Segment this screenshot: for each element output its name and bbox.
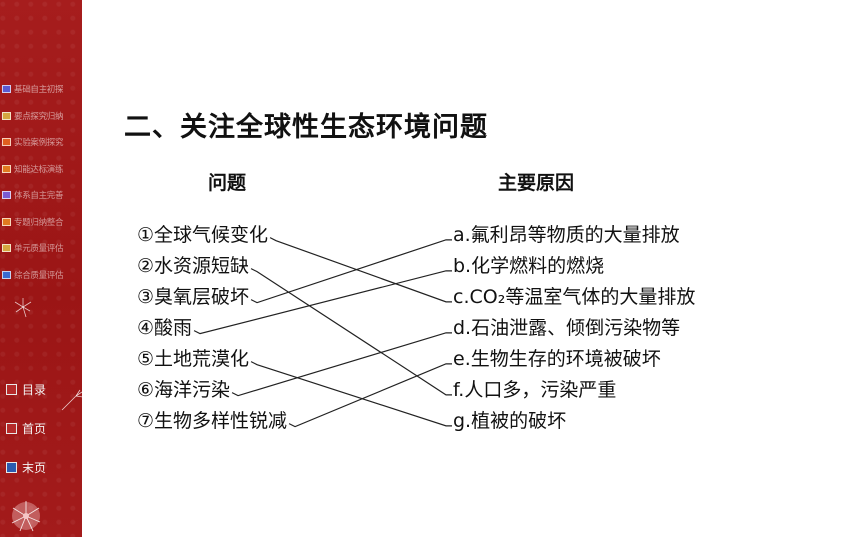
sidebar-item-1[interactable]: 基础自主初探 xyxy=(2,76,82,103)
sidebar: 基础自主初探 要点探究归纳 实验案例探究 知能达标演练 体系自主完善 专题归纳整… xyxy=(0,0,82,537)
bullet-square-icon xyxy=(2,270,11,279)
bullet-square-icon xyxy=(2,191,11,200)
cause-item: f.人口多，污染严重 xyxy=(453,379,617,401)
toc-label: 目录 xyxy=(22,383,47,397)
bullet-square-icon xyxy=(2,244,11,253)
sidebar-item-label: 单元质量评估 xyxy=(14,244,64,255)
first-page-label: 首页 xyxy=(22,422,47,436)
dandelion-icon xyxy=(14,298,32,318)
bullet-square-icon xyxy=(2,138,11,147)
problem-item: ⑦生物多样性锐减 xyxy=(137,410,288,432)
bullet-square-icon xyxy=(2,111,11,120)
sidebar-item-3[interactable]: 实验案例探究 xyxy=(2,129,82,156)
last-page-label: 末页 xyxy=(22,461,47,475)
sidebar-item-label: 基础自主初探 xyxy=(14,85,64,96)
cause-item: c.CO₂等温室气体的大量排放 xyxy=(453,286,696,308)
dandelion-flower-icon xyxy=(11,501,41,532)
sidebar-item-label: 知能达标演练 xyxy=(14,164,64,175)
last-page-button[interactable]: 末页 xyxy=(6,448,82,487)
sidebar-texture xyxy=(0,0,82,537)
first-page-button[interactable]: 首页 xyxy=(6,409,82,448)
cause-item: a.氟利昂等物质的大量排放 xyxy=(453,224,680,246)
bullet-square-icon xyxy=(2,85,11,94)
sidebar-item-8[interactable]: 综合质量评估 xyxy=(2,262,82,289)
problem-item: ⑤土地荒漠化 xyxy=(137,348,250,370)
page-title: 二、关注全球性生态环境问题 xyxy=(124,112,488,143)
cause-item: g.植被的破坏 xyxy=(453,410,567,432)
problem-item: ①全球气候变化 xyxy=(137,224,269,246)
bullet-square-icon xyxy=(6,462,17,473)
problem-item: ②水资源短缺 xyxy=(137,255,250,277)
bullet-square-icon xyxy=(2,164,11,173)
bullet-square-icon xyxy=(6,384,17,395)
sidebar-item-6[interactable]: 专题归纳整合 xyxy=(2,209,82,236)
cause-item: e.生物生存的环境被破坏 xyxy=(453,348,661,370)
toc-button[interactable]: 目录 xyxy=(6,370,82,409)
bullet-square-icon xyxy=(2,217,11,226)
chapter-nav: 基础自主初探 要点探究归纳 实验案例探究 知能达标演练 体系自主完善 专题归纳整… xyxy=(2,76,82,288)
sidebar-item-label: 实验案例探究 xyxy=(14,138,64,149)
sidebar-item-label: 专题归纳整合 xyxy=(14,217,64,228)
bullet-square-icon xyxy=(6,423,17,434)
sidebar-item-label: 体系自主完善 xyxy=(14,191,64,202)
causes-header: 主要原因 xyxy=(498,172,575,194)
page-nav: 目录 首页 末页 xyxy=(6,370,82,487)
sidebar-item-7[interactable]: 单元质量评估 xyxy=(2,235,82,262)
problem-item: ④酸雨 xyxy=(137,317,193,339)
sidebar-item-2[interactable]: 要点探究归纳 xyxy=(2,103,82,130)
problem-item: ③臭氧层破坏 xyxy=(137,286,250,308)
match-line-7-e xyxy=(288,363,452,428)
problem-item: ⑥海洋污染 xyxy=(137,379,231,401)
sidebar-item-4[interactable]: 知能达标演练 xyxy=(2,156,82,183)
match-line-1-c xyxy=(269,237,452,303)
cause-item: b.化学燃料的燃烧 xyxy=(453,255,605,277)
dandelion-seed-icon xyxy=(61,389,82,411)
problems-list: ①全球气候变化 ②水资源短缺 ③臭氧层破坏 ④酸雨 ⑤土地荒漠化 ⑥海洋污染 ⑦… xyxy=(137,221,287,438)
causes-list: a.氟利昂等物质的大量排放 b.化学燃料的燃烧 c.CO₂等温室气体的大量排放 … xyxy=(453,221,695,438)
sidebar-item-label: 要点探究归纳 xyxy=(14,111,64,122)
cause-item: d.石油泄露、倾倒污染物等 xyxy=(453,317,681,339)
sidebar-item-5[interactable]: 体系自主完善 xyxy=(2,182,82,209)
sidebar-item-label: 综合质量评估 xyxy=(14,270,64,281)
problems-header: 问题 xyxy=(208,172,247,194)
